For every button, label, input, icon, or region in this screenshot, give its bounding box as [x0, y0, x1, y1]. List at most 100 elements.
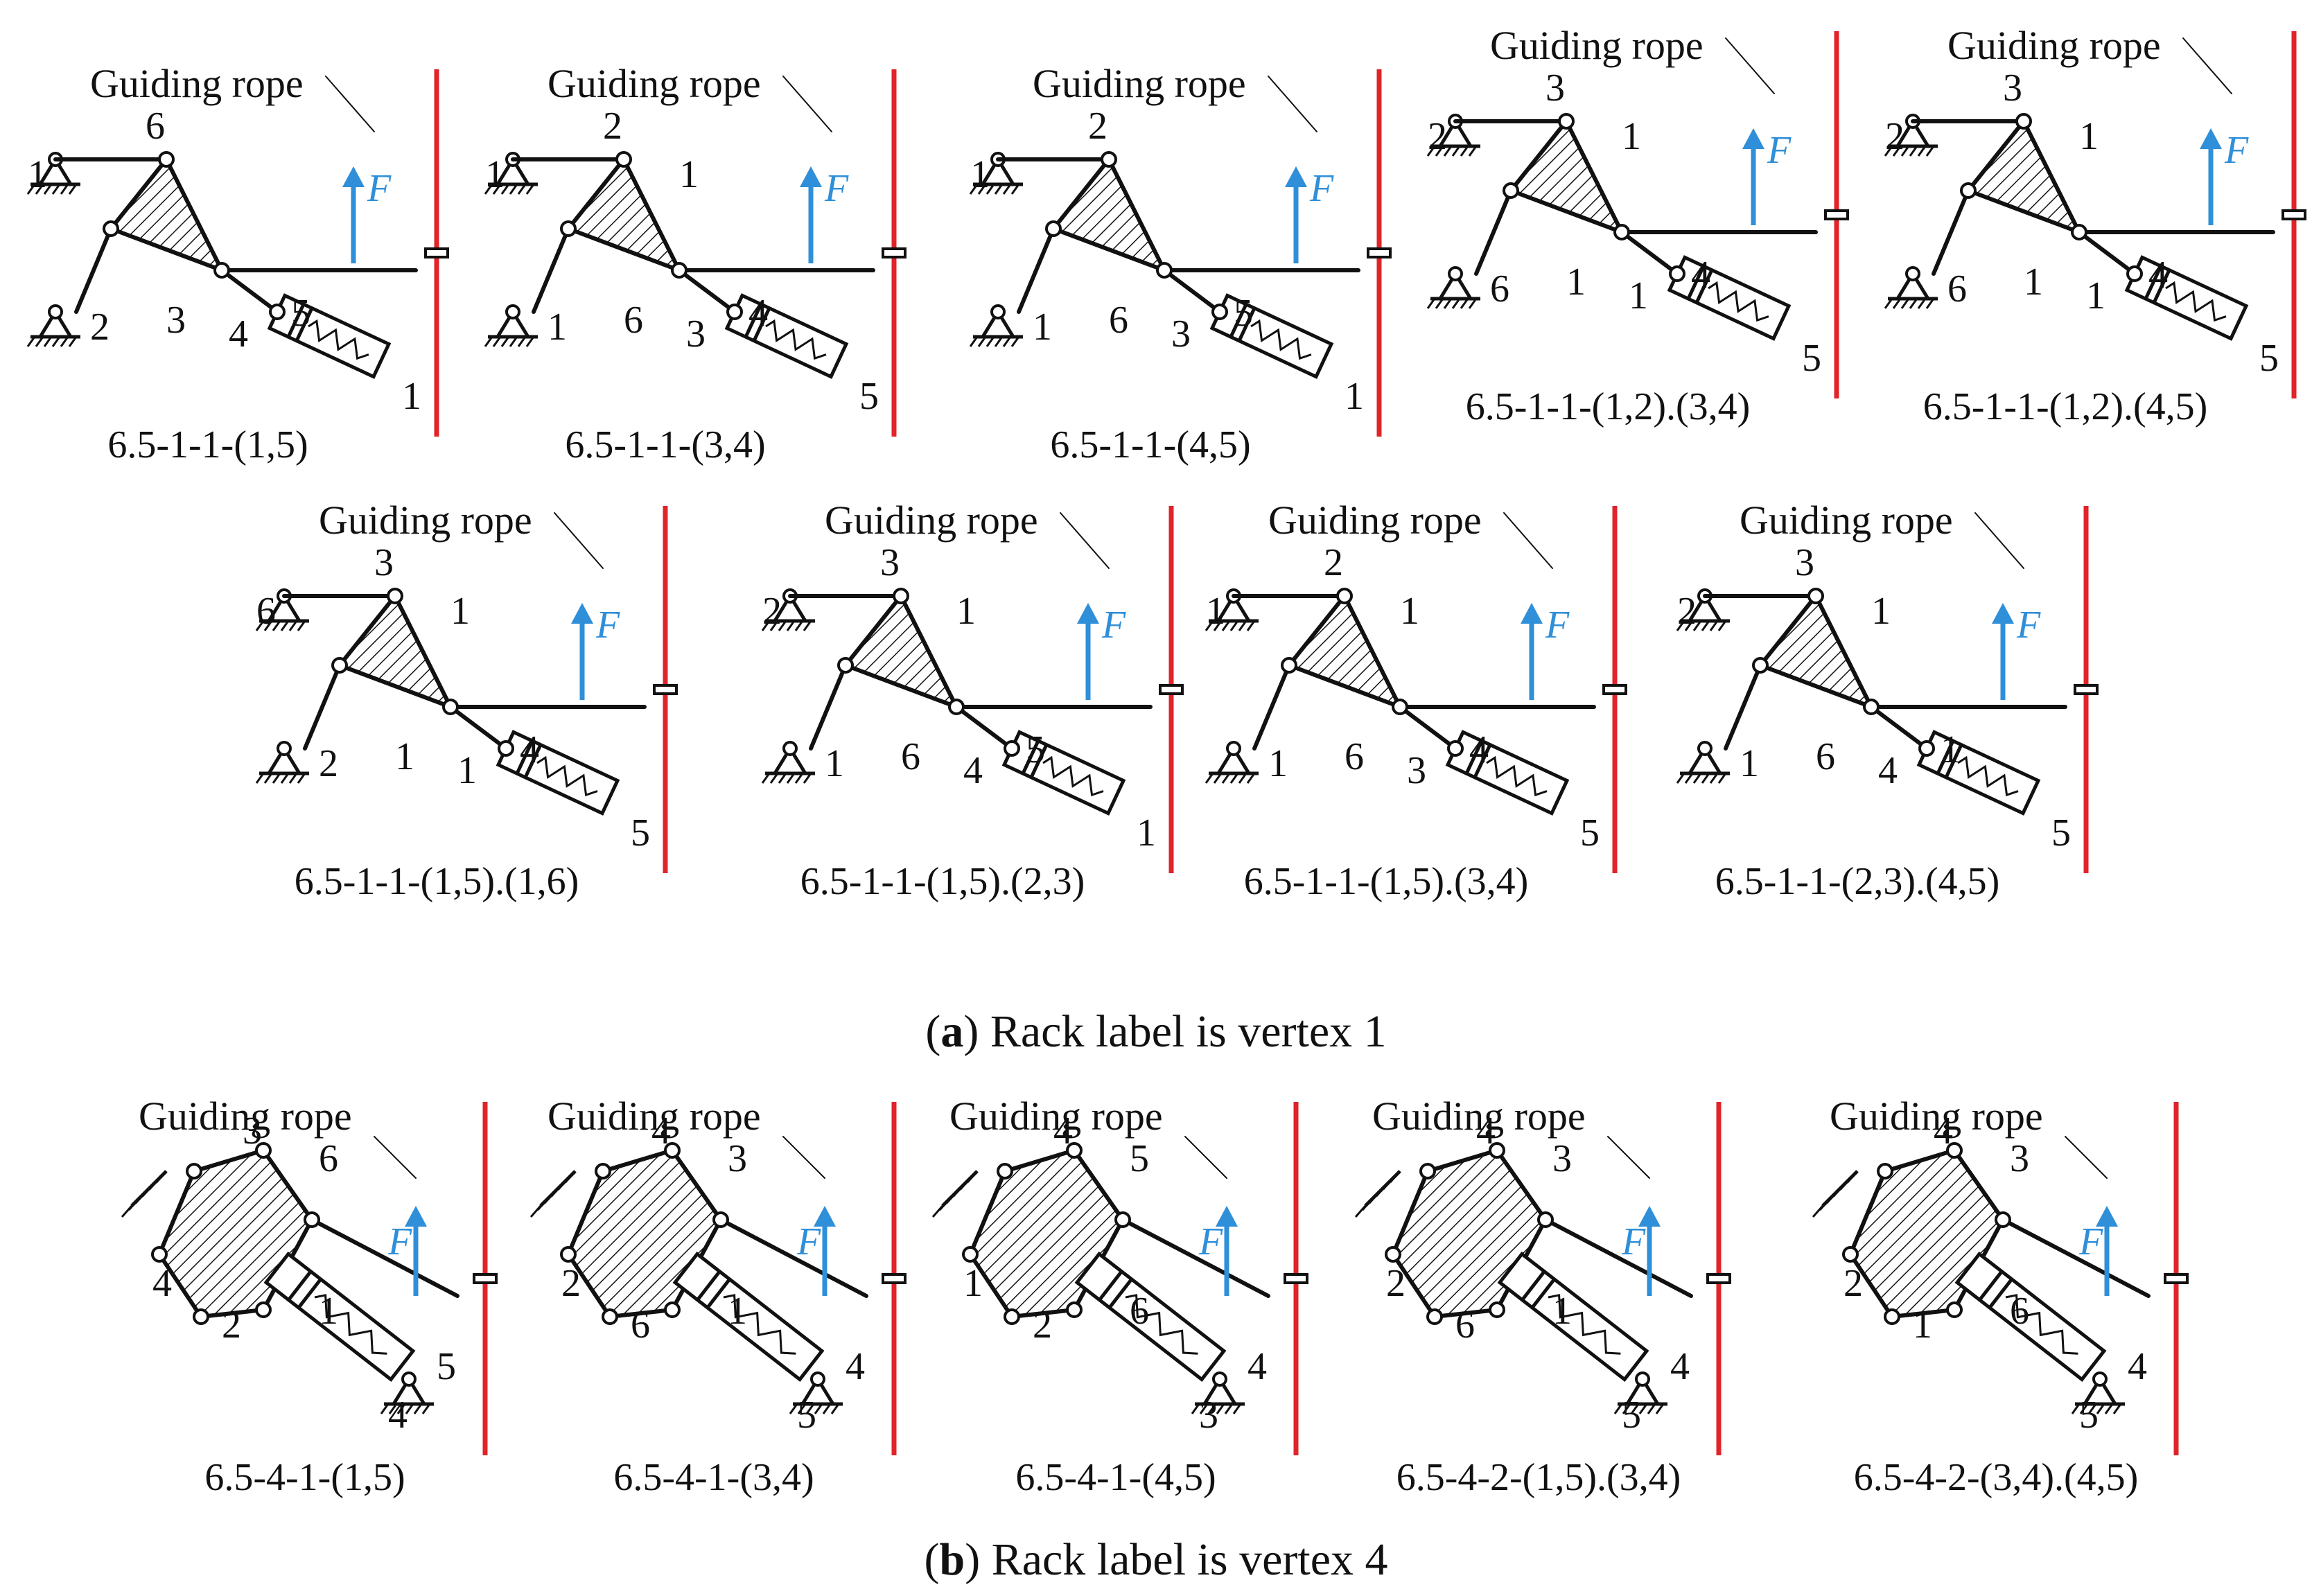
vertex-number: 4: [846, 1345, 865, 1388]
revolute-joint: [1946, 1142, 1963, 1159]
revolute-joint: [1426, 1308, 1443, 1325]
rope-leader: [2182, 37, 2232, 94]
revolute-joint: [1004, 740, 1020, 757]
mechanism-label: 6.5-1-1-(1,5): [107, 423, 308, 466]
link-bar: [1474, 188, 1513, 276]
link-bar: [2001, 1218, 2151, 1298]
vertex-number: 4: [1878, 749, 1898, 792]
rope-clamp: [1824, 209, 1849, 220]
revolute-joint: [2015, 113, 2032, 130]
vertex-number: 5: [1026, 728, 1045, 771]
vertex-number: 6: [146, 105, 165, 148]
vertex-number: 3: [374, 541, 394, 584]
link-bar: [2077, 230, 2137, 276]
vertex-number: 3: [166, 299, 186, 342]
ternary-link: [1509, 119, 1624, 234]
link-bar: [1121, 1218, 1270, 1298]
rope-leader: [554, 512, 604, 569]
vertex-number: 6: [624, 299, 643, 342]
force-arrow-head: [1077, 603, 1099, 624]
ternary-link: [1287, 594, 1402, 709]
link-bar: [310, 1218, 459, 1298]
revolute-joint: [1918, 740, 1935, 757]
force-label: F: [1309, 167, 1334, 210]
rope-leader: [1607, 1136, 1650, 1179]
guiding-rope-label: Guiding rope: [548, 1094, 761, 1139]
revolute-joint: [1156, 262, 1173, 279]
revolute-joint: [1004, 1308, 1020, 1325]
revolute-joint: [255, 1142, 272, 1159]
ground-pivot: [1426, 266, 1480, 309]
vertex-number: 2: [1088, 105, 1107, 148]
revolute-joint: [158, 151, 175, 168]
vertex-number: 5: [1234, 292, 1253, 335]
revolute-joint: [103, 220, 119, 237]
rope-clamp: [424, 247, 449, 258]
force-arrow-head: [2200, 128, 2222, 149]
vertex-number: 2: [1386, 1262, 1405, 1305]
vertex-number: 2: [1844, 1262, 1863, 1305]
force-label: F: [2224, 129, 2249, 172]
vertex-number: 2: [561, 1262, 581, 1305]
ground-pivot: [1191, 1371, 1245, 1414]
revolute-joint: [615, 151, 632, 168]
force-label: F: [824, 167, 849, 210]
vertex-number: 4: [388, 1394, 408, 1437]
vertex-number: 5: [1802, 337, 1821, 380]
vertex-number: 1: [457, 749, 477, 792]
revolute-joint: [1281, 657, 1297, 674]
revolute-joint: [1489, 1142, 1505, 1159]
revolute-joint: [1877, 1163, 1893, 1180]
ground-pivot: [1884, 114, 1938, 157]
revolute-joint: [1066, 1142, 1083, 1159]
vertex-number: 3: [686, 313, 706, 356]
guiding-rope-label: Guiding rope: [1947, 23, 2161, 68]
vertex-number: 3: [1199, 1394, 1218, 1437]
vertex-number: 4: [1247, 1345, 1267, 1388]
ground-pivot: [1205, 588, 1259, 631]
rope-clamp: [882, 1273, 907, 1284]
vertex-number: 2: [1885, 115, 1904, 158]
vertex-number: 3: [1171, 313, 1191, 356]
guiding-rope-label: Guiding rope: [1033, 61, 1246, 106]
rope-leader: [782, 1136, 825, 1179]
rope-clamp: [1159, 684, 1184, 695]
vertex-number: 5: [859, 375, 879, 418]
revolute-joint: [1613, 224, 1630, 240]
vertex-number: 3: [2010, 1137, 2029, 1180]
rope-leader: [1184, 1136, 1227, 1179]
mechanism-label: 6.5-1-1-(1,5).(3,4): [1244, 860, 1529, 903]
ground-pivot: [1613, 1371, 1667, 1414]
revolute-joint: [1752, 657, 1769, 674]
vertex-number: 1: [2079, 115, 2099, 158]
vertex-number: 2: [222, 1304, 241, 1347]
vertex-number: 2: [319, 742, 338, 785]
link-bar: [1398, 705, 1457, 751]
link-bar: [677, 268, 737, 314]
ground-hatch: [1812, 1170, 1859, 1218]
mechanism-label: 6.5-1-1-(1,5).(1,6): [295, 860, 579, 903]
force-arrow-head: [800, 166, 822, 187]
mechanism-label: 6.5-4-2-(1,5).(3,4): [1396, 1456, 1681, 1499]
revolute-joint: [1960, 182, 1977, 199]
vertex-number: 1: [1206, 590, 1225, 633]
vertex-number: 1: [1566, 261, 1586, 304]
vertex-number: 1: [2086, 274, 2105, 317]
vertex-number: 2: [1677, 590, 1697, 633]
force-label: F: [367, 167, 392, 210]
mechanism-label: 6.5-4-1-(3,4): [613, 1456, 814, 1499]
link-bar: [1932, 188, 1970, 276]
rope-clamp: [653, 684, 678, 695]
vertex-number: 3: [728, 1137, 747, 1180]
vertex-number: 6: [1816, 735, 1835, 778]
revolute-joint: [2071, 224, 2087, 240]
vertex-number: 4: [1670, 1345, 1690, 1388]
vertex-number: 6: [319, 1137, 338, 1180]
rope-clamp: [1706, 1273, 1731, 1284]
revolute-joint: [186, 1163, 202, 1180]
